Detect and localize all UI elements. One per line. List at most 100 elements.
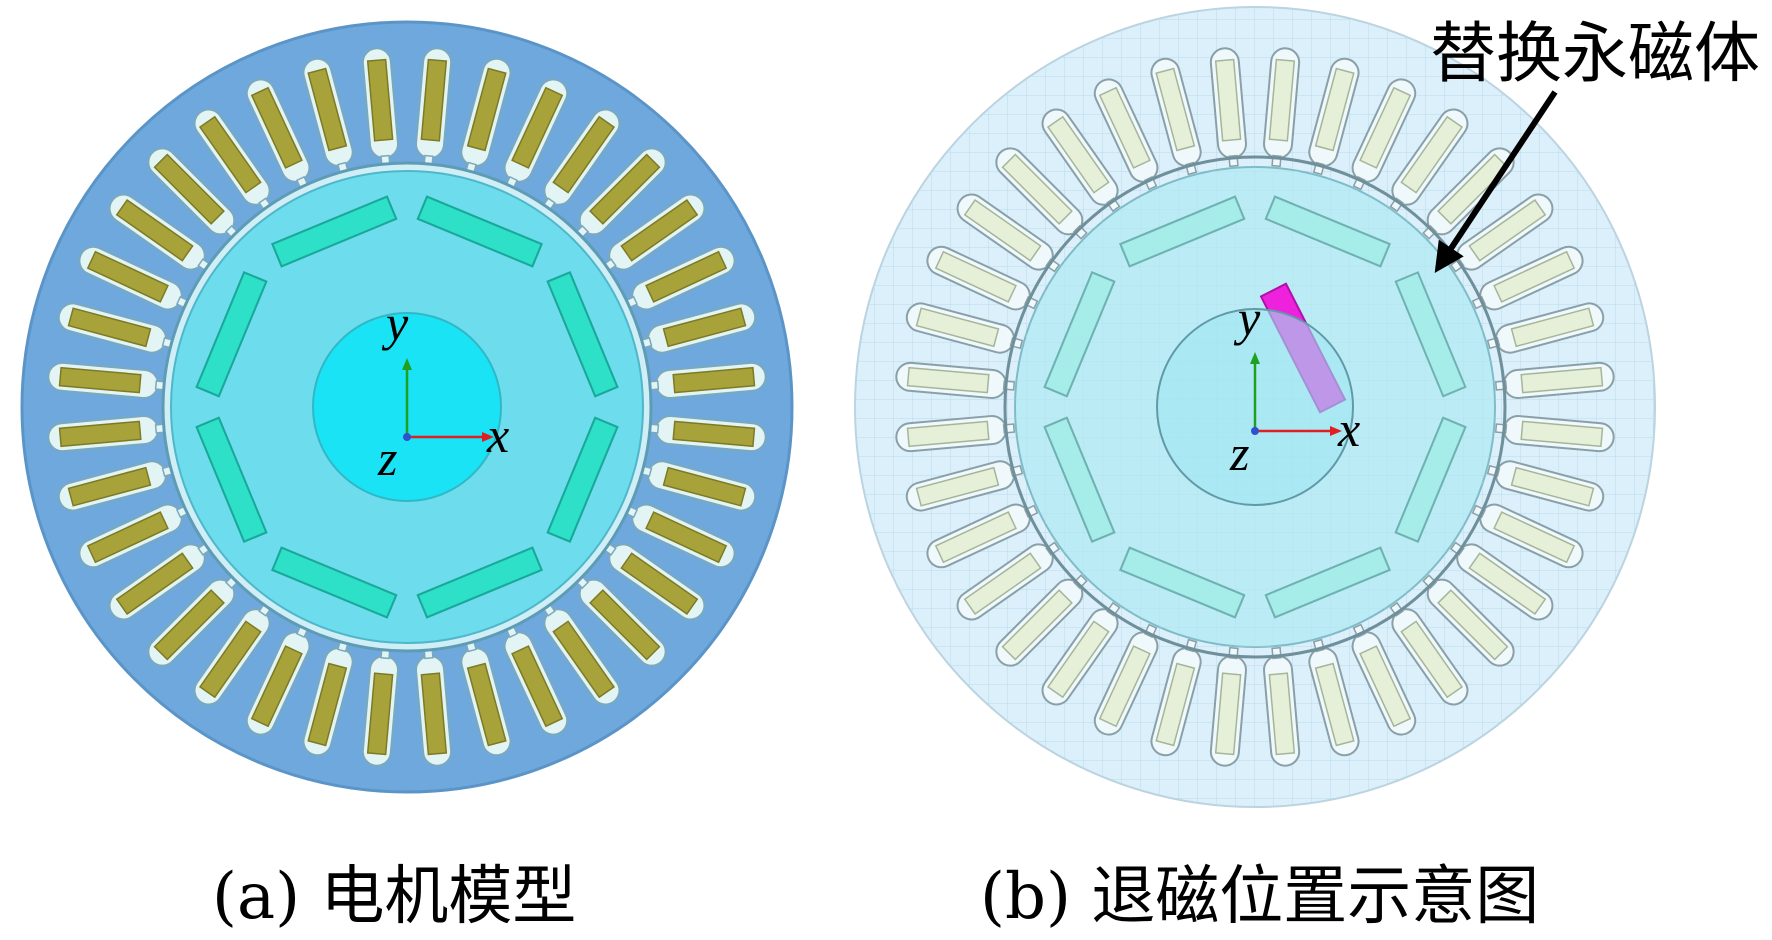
rotor-magnet xyxy=(271,546,398,619)
coil xyxy=(86,511,169,564)
coil xyxy=(645,511,728,564)
stator-slot xyxy=(57,302,176,354)
magnet-bar xyxy=(1043,271,1116,398)
stator-slot xyxy=(623,503,736,569)
coil xyxy=(1468,198,1547,262)
coil xyxy=(620,198,699,262)
rotor-magnet xyxy=(1264,195,1391,268)
rotor-magnet xyxy=(546,271,619,398)
x-axis-arrowhead xyxy=(482,432,494,442)
x-axis-label: x xyxy=(486,407,509,463)
rotor-magnet xyxy=(1394,416,1467,543)
stator-slots-a xyxy=(47,47,767,767)
coordinate-axes-a: x y z xyxy=(377,295,509,486)
coil xyxy=(250,86,303,169)
coil xyxy=(662,466,747,507)
coil xyxy=(906,366,990,394)
stator-slot xyxy=(1351,78,1417,191)
coil xyxy=(86,250,169,303)
stator-slot xyxy=(1150,638,1202,757)
coil xyxy=(366,58,394,142)
coil xyxy=(153,589,225,661)
stator-slot xyxy=(47,415,168,453)
coil xyxy=(1400,620,1464,699)
coil xyxy=(1314,662,1355,747)
magnet-bar xyxy=(546,416,619,543)
rotor-magnet xyxy=(1394,271,1467,398)
coil xyxy=(1468,552,1547,616)
coil xyxy=(511,645,564,728)
stator-slot xyxy=(638,302,757,354)
slot-opening xyxy=(1422,574,1438,590)
magnet-bar xyxy=(416,546,543,619)
coil xyxy=(1493,511,1576,564)
stator-slot xyxy=(1389,108,1469,213)
coil xyxy=(1520,366,1604,394)
stator-slot xyxy=(1263,47,1301,168)
x-axis-arrowhead xyxy=(1330,426,1342,436)
magnet-bar xyxy=(195,271,268,398)
stator-slot xyxy=(1093,78,1159,191)
magnet-bar xyxy=(1119,195,1246,268)
coil xyxy=(250,645,303,728)
x-axis-label: x xyxy=(1337,401,1360,457)
stator-slot xyxy=(646,361,767,399)
magnet-bar xyxy=(1394,271,1467,398)
coil xyxy=(620,552,699,616)
stator-slot xyxy=(895,415,1016,453)
rotor-magnets-b xyxy=(1043,195,1467,619)
coil xyxy=(1400,115,1464,194)
coil xyxy=(552,620,616,699)
stator-slot xyxy=(503,78,569,191)
magnet-bar xyxy=(546,271,619,398)
magnet-bar xyxy=(195,416,268,543)
coil xyxy=(672,420,756,448)
coil xyxy=(1268,672,1296,756)
coil xyxy=(1001,589,1073,661)
coil xyxy=(1359,86,1412,169)
coil xyxy=(466,662,507,747)
coil xyxy=(1155,662,1196,747)
coil xyxy=(420,58,448,142)
stator-slots-b xyxy=(895,47,1615,767)
stator-slot xyxy=(460,638,512,757)
slot-opening xyxy=(1072,574,1088,590)
stator-slot xyxy=(1471,503,1584,569)
magnet-bar xyxy=(271,195,398,268)
rotor-magnet xyxy=(416,546,543,619)
stator-slot xyxy=(361,646,399,767)
coil xyxy=(915,466,1000,507)
stator-slot xyxy=(1041,108,1121,213)
origin-dot xyxy=(1251,427,1259,435)
rotor-magnet xyxy=(1119,546,1246,619)
stator-slot xyxy=(1308,638,1360,757)
coil xyxy=(1268,58,1296,142)
magnet-bar xyxy=(1264,195,1391,268)
stator-slot xyxy=(638,460,757,512)
caption-a: (a) 电机模型 xyxy=(212,860,577,934)
callout-arrow xyxy=(1434,90,1558,273)
slot-opening xyxy=(1072,224,1088,240)
coil xyxy=(1001,153,1073,225)
slot-opening xyxy=(1422,224,1438,240)
stator-slot xyxy=(541,601,621,706)
coil xyxy=(67,466,152,507)
magnet-bar xyxy=(416,195,543,268)
stator-slot xyxy=(415,646,453,767)
stator-slot xyxy=(1494,415,1615,453)
coil xyxy=(307,67,348,152)
coil xyxy=(511,86,564,169)
rotor-magnet xyxy=(195,416,268,543)
coil xyxy=(934,511,1017,564)
coil xyxy=(1155,67,1196,152)
demagnetization-panel: x y z xyxy=(854,6,1656,808)
magnet-bar xyxy=(1119,546,1246,619)
coil xyxy=(198,115,262,194)
stator-slot xyxy=(1486,302,1605,354)
coil xyxy=(1314,67,1355,152)
stator-slot xyxy=(47,361,168,399)
coil xyxy=(466,67,507,152)
magnet-bar xyxy=(271,546,398,619)
coil xyxy=(1098,86,1151,169)
